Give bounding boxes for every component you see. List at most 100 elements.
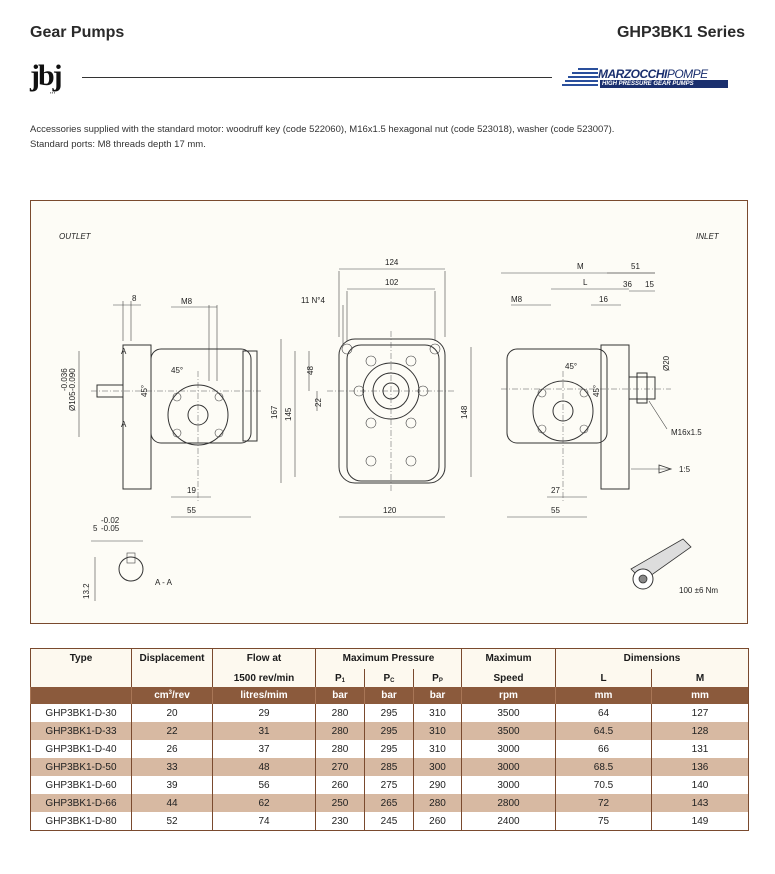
inlet-label: INLET xyxy=(696,232,720,241)
wrench-socket xyxy=(638,574,648,584)
right-dim-55: 55 xyxy=(551,506,560,515)
front-bolt-7 xyxy=(365,455,377,467)
cell-p1: 250 xyxy=(315,794,365,812)
cell-dim-l: 64 xyxy=(555,704,652,722)
marzocchi-logo-stripes xyxy=(562,68,598,88)
cell-dim-m: 143 xyxy=(651,794,749,812)
torque-value: 100 ±6 Nm xyxy=(679,586,718,595)
right-shaft-taper xyxy=(628,376,656,400)
col-m: M xyxy=(651,669,749,687)
left-dim-tol1: -0.036 xyxy=(60,368,69,391)
left-dim-55: 55 xyxy=(187,506,196,515)
front-dim-holes: 11 N°4 xyxy=(301,296,326,305)
right-bolt-4 xyxy=(579,424,589,434)
right-dim-36: 36 xyxy=(623,280,632,289)
front-dim-102: 102 xyxy=(385,278,399,287)
cell-type: GHP3BK1-D-66 xyxy=(30,794,132,812)
right-dim-27: 27 xyxy=(551,486,560,495)
note-line-2: Standard ports: M8 threads depth 17 mm. xyxy=(30,139,206,150)
right-view: M 51 L 36 15 M8 16 148 Ø20 45° 45° M16x1… xyxy=(460,262,702,518)
right-dim-148: 148 xyxy=(460,405,469,419)
left-dim-m8: M8 xyxy=(181,297,193,306)
drawing-canvas: OUTLET INLET 8 M8 Ø105 -0.03 xyxy=(59,232,720,601)
cell-displacement: 52 xyxy=(131,812,213,831)
front-hole-2 xyxy=(429,343,441,355)
cell-pp: 310 xyxy=(413,740,462,758)
cell-pc: 285 xyxy=(364,758,414,776)
cell-type: GHP3BK1-D-33 xyxy=(30,722,132,740)
left-bolt-1 xyxy=(172,392,182,402)
cell-pp: 260 xyxy=(413,812,462,831)
cell-speed: 3000 xyxy=(461,740,556,758)
table-header-row-1: Type Displacement Flow at Maximum Pressu… xyxy=(30,648,749,669)
outlet-label: OUTLET xyxy=(59,232,92,241)
specification-table: Type Displacement Flow at Maximum Pressu… xyxy=(30,648,749,831)
cell-speed: 3500 xyxy=(461,722,556,740)
cell-dim-m: 127 xyxy=(651,704,749,722)
cell-pc: 265 xyxy=(364,794,414,812)
cell-type: GHP3BK1-D-50 xyxy=(30,758,132,776)
right-angle-1: 45° xyxy=(565,362,577,371)
col-speed-line2: Speed xyxy=(461,669,556,687)
cell-pp: 280 xyxy=(413,794,462,812)
key-height: 13.2 xyxy=(82,583,91,599)
left-view: 8 M8 Ø105 -0.036 -0.090 A A 45° 45° 19 5… xyxy=(60,294,261,518)
col-pp: PP xyxy=(413,669,462,687)
cell-displacement: 26 xyxy=(131,740,213,758)
unit-pc: bar xyxy=(364,687,414,704)
cell-pp: 310 xyxy=(413,704,462,722)
marzocchi-logo: MARZOCCHIPOMPE HIGH PRESSURE GEAR PUMPS xyxy=(562,66,748,90)
table-units-row: cm3/rev litres/mim bar bar bar rpm mm mm xyxy=(30,687,749,704)
cell-pp: 310 xyxy=(413,722,462,740)
front-bolt-6 xyxy=(405,417,417,429)
unit-speed: rpm xyxy=(461,687,556,704)
jbj-logo: jbj ▪▪▪ xyxy=(30,61,74,97)
cell-dim-m: 131 xyxy=(651,740,749,758)
cell-dim-m: 128 xyxy=(651,722,749,740)
cell-speed: 2400 xyxy=(461,812,556,831)
cell-p1: 270 xyxy=(315,758,365,776)
col-displacement: Displacement xyxy=(131,648,213,669)
col-p1: P1 xyxy=(315,669,365,687)
right-dim-15: 15 xyxy=(645,280,654,289)
right-dim-nut: M16x1.5 xyxy=(671,428,702,437)
cell-displacement: 33 xyxy=(131,758,213,776)
cell-p1: 280 xyxy=(315,722,365,740)
cell-pc: 295 xyxy=(364,740,414,758)
marzocchi-logo-tagline: HIGH PRESSURE GEAR PUMPS xyxy=(600,80,728,88)
col-l: L xyxy=(555,669,652,687)
cell-type: GHP3BK1-D-40 xyxy=(30,740,132,758)
front-dim-145: 145 xyxy=(284,407,293,421)
unit-type xyxy=(30,687,132,704)
page-title-right: GHP3BK1 Series xyxy=(616,24,745,41)
cell-dim-l: 70.5 xyxy=(555,776,652,794)
cell-flow: 37 xyxy=(212,740,316,758)
cell-speed: 3500 xyxy=(461,704,556,722)
unit-flow: litres/mim xyxy=(212,687,316,704)
front-bolt-8 xyxy=(405,455,417,467)
cell-type: GHP3BK1-D-30 xyxy=(30,704,132,722)
col-flow-line2: 1500 rev/min xyxy=(212,669,316,687)
front-dim-120: 120 xyxy=(383,506,397,515)
cell-p1: 230 xyxy=(315,812,365,831)
cell-speed: 3000 xyxy=(461,776,556,794)
right-body xyxy=(506,348,608,444)
note-line-1: Accessories supplied with the standard m… xyxy=(30,124,615,135)
right-dim-l: L xyxy=(583,278,588,287)
left-flange xyxy=(122,344,152,490)
col-max-pressure: Maximum Pressure xyxy=(315,648,462,669)
unit-m: mm xyxy=(651,687,749,704)
cell-speed: 3000 xyxy=(461,758,556,776)
left-section-a-top: A xyxy=(121,347,127,356)
cell-dim-l: 66 xyxy=(555,740,652,758)
right-dim-16: 16 xyxy=(599,295,608,304)
right-flange xyxy=(600,344,630,490)
left-dim-dia: Ø105 xyxy=(68,391,77,411)
unit-displacement: cm3/rev xyxy=(131,687,213,704)
left-bolt-3 xyxy=(172,428,182,438)
left-rear-cover xyxy=(242,350,258,442)
